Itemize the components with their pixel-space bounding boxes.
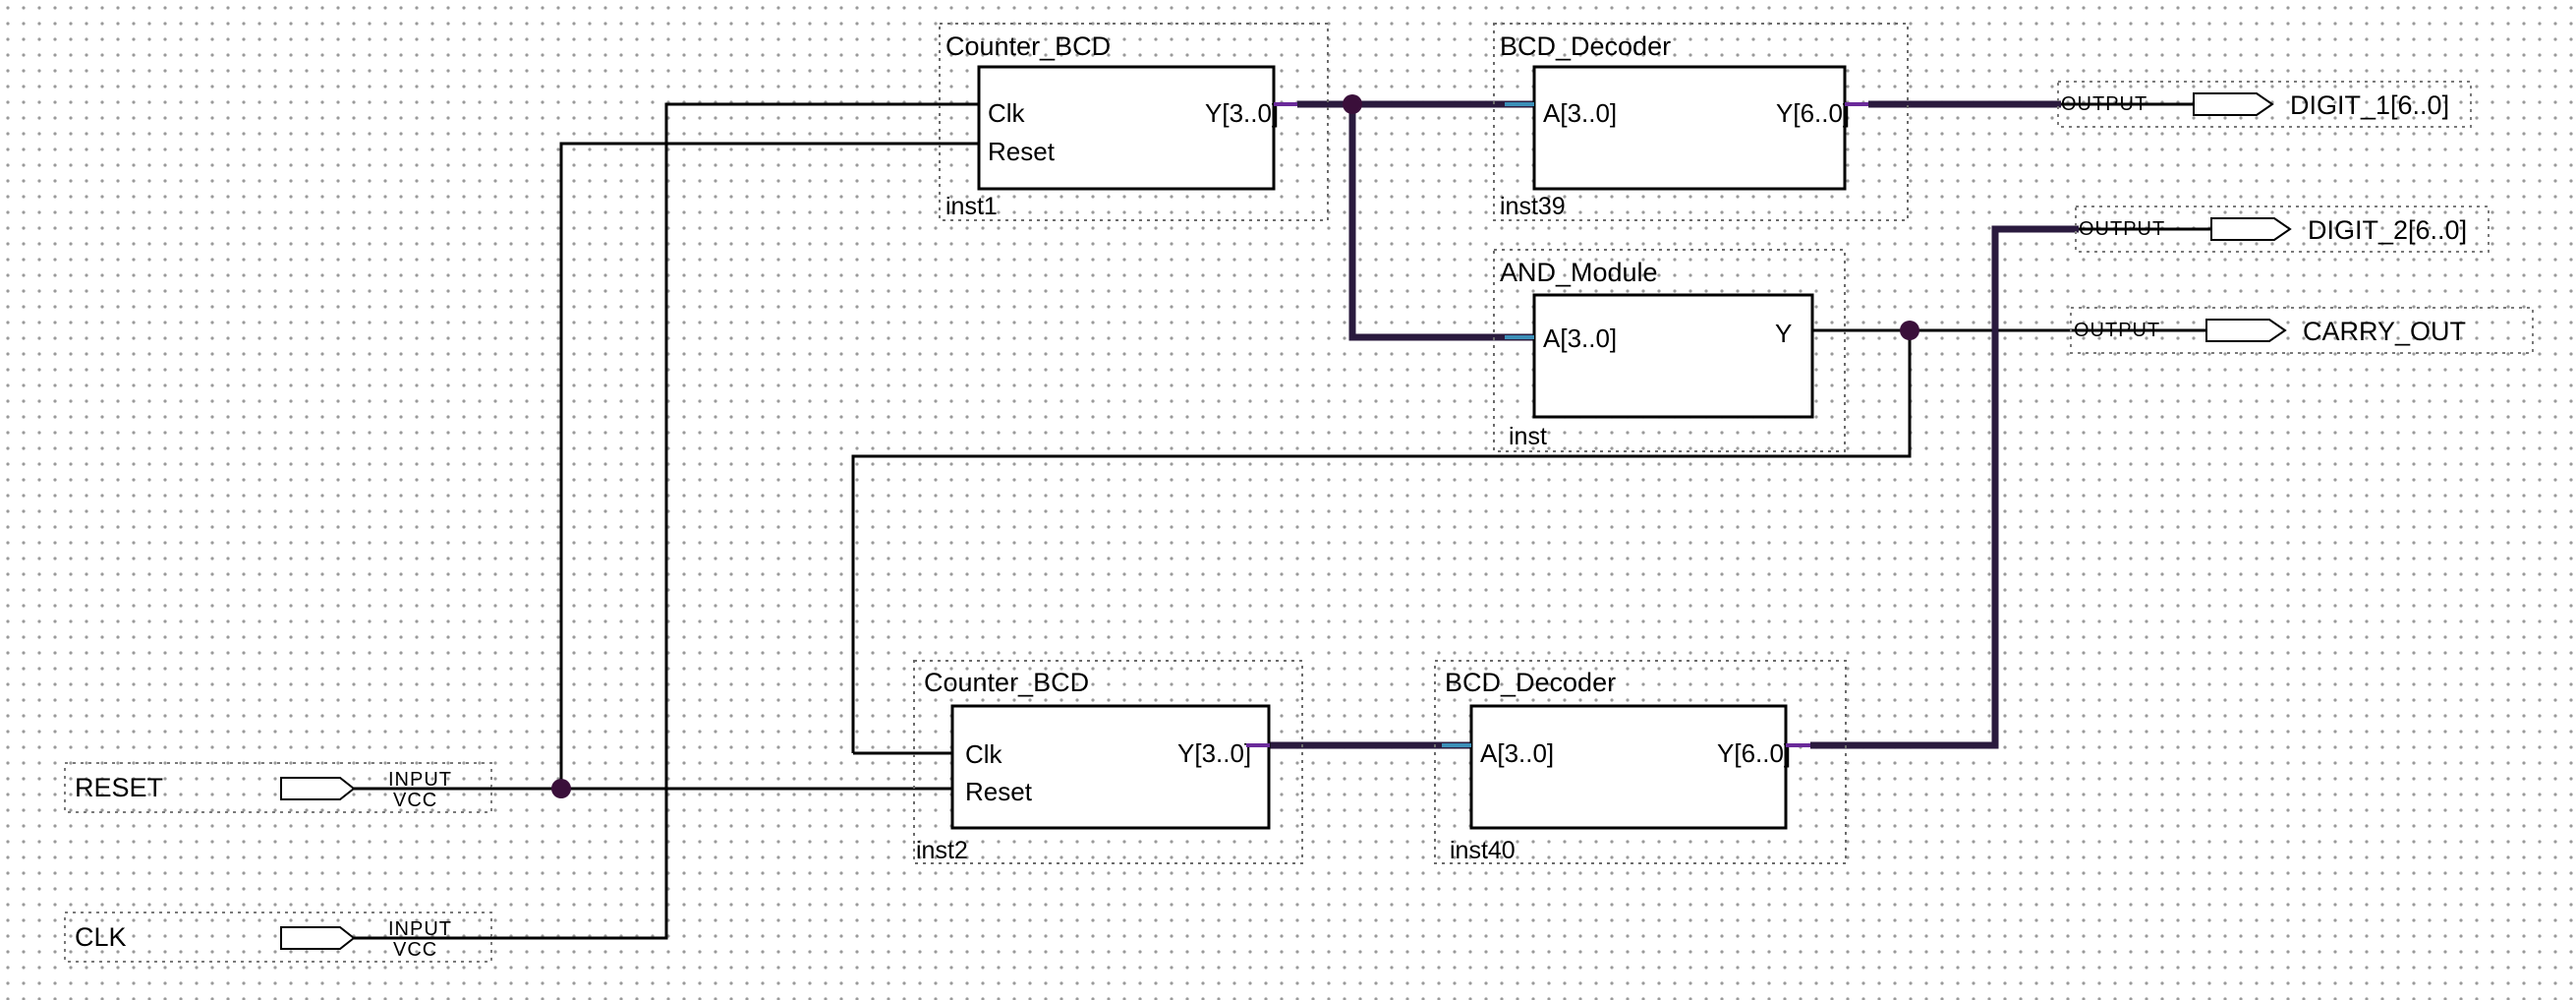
input-pin-reset[interactable]: RESET INPUT VCC bbox=[64, 762, 492, 813]
input-pin-clk[interactable]: CLK INPUT VCC bbox=[64, 912, 492, 963]
block-decoder1[interactable]: BCD_Decoder A[3..0] Y[6..0] inst39 bbox=[1493, 23, 1909, 221]
counter1-reset-label: Reset bbox=[988, 137, 1056, 166]
decoder2-type: BCD_Decoder bbox=[1445, 668, 1616, 697]
clk-pin-kind: INPUT bbox=[388, 918, 452, 940]
clk-pin-name: CLK bbox=[75, 922, 127, 952]
block-counter2[interactable]: Counter_BCD Clk Reset Y[3..0] inst2 bbox=[913, 660, 1303, 864]
digit1-pin-name: DIGIT_1[6..0] bbox=[2290, 90, 2449, 120]
counter2-clk-label: Clk bbox=[965, 739, 1003, 769]
decoder2-instance: inst40 bbox=[1450, 837, 1516, 864]
block-and[interactable]: AND_Module A[3..0] Y inst bbox=[1493, 249, 1846, 452]
reset-pin-name: RESET bbox=[75, 773, 163, 802]
wire-carry-to-counter2[interactable] bbox=[851, 330, 1912, 753]
reset-pin-default: VCC bbox=[393, 790, 437, 811]
and-type: AND_Module bbox=[1500, 258, 1658, 287]
decoder1-type: BCD_Decoder bbox=[1500, 31, 1671, 61]
bus-decoder2-to-digit2[interactable] bbox=[1810, 225, 2079, 749]
carry-pin-name: CARRY_OUT bbox=[2303, 317, 2466, 346]
output-pin-carry[interactable]: OUTPUT CARRY_OUT bbox=[2070, 307, 2534, 354]
counter1-type: Counter_BCD bbox=[945, 31, 1111, 61]
bus-counter1-to-and[interactable] bbox=[1348, 104, 1534, 341]
decoder1-instance: inst39 bbox=[1500, 193, 1566, 220]
counter1-clk-label: Clk bbox=[988, 98, 1026, 128]
clk-pin-default: VCC bbox=[393, 939, 437, 961]
junction-reset bbox=[551, 779, 571, 798]
counter1-out-label: Y[3..0] bbox=[1205, 98, 1279, 128]
junction-carry bbox=[1900, 321, 1919, 340]
wire-clk[interactable] bbox=[491, 102, 979, 940]
counter2-instance: inst2 bbox=[916, 837, 968, 864]
counter2-reset-label: Reset bbox=[965, 777, 1033, 806]
and-instance: inst bbox=[1509, 423, 1547, 450]
and-in-label: A[3..0] bbox=[1543, 324, 1617, 353]
decoder1-in-label: A[3..0] bbox=[1543, 98, 1617, 128]
junctions bbox=[551, 94, 1919, 798]
block-decoder2[interactable]: BCD_Decoder A[3..0] Y[6..0] inst40 bbox=[1434, 660, 1847, 864]
and-out-label: Y bbox=[1775, 319, 1792, 348]
output-pin-digit1[interactable]: OUTPUT DIGIT_1[6..0] bbox=[2057, 81, 2472, 128]
decoder2-out-label: Y[6..0] bbox=[1717, 738, 1791, 768]
block-counter1[interactable]: Counter_BCD Clk Reset Y[3..0] inst1 bbox=[939, 23, 1329, 221]
decoder1-out-label: Y[6..0] bbox=[1776, 98, 1850, 128]
reset-pin-kind: INPUT bbox=[388, 769, 452, 791]
junction-counter1-bus bbox=[1343, 94, 1362, 114]
wire-reset-to-counter1[interactable] bbox=[559, 142, 979, 789]
wires bbox=[491, 100, 2079, 940]
counter1-instance: inst1 bbox=[945, 193, 998, 220]
counter2-type: Counter_BCD bbox=[924, 668, 1089, 697]
output-pin-digit2[interactable]: OUTPUT DIGIT_2[6..0] bbox=[2075, 206, 2490, 253]
counter2-out-label: Y[3..0] bbox=[1177, 738, 1251, 768]
decoder2-in-label: A[3..0] bbox=[1480, 738, 1554, 768]
digit2-pin-name: DIGIT_2[6..0] bbox=[2308, 215, 2467, 245]
